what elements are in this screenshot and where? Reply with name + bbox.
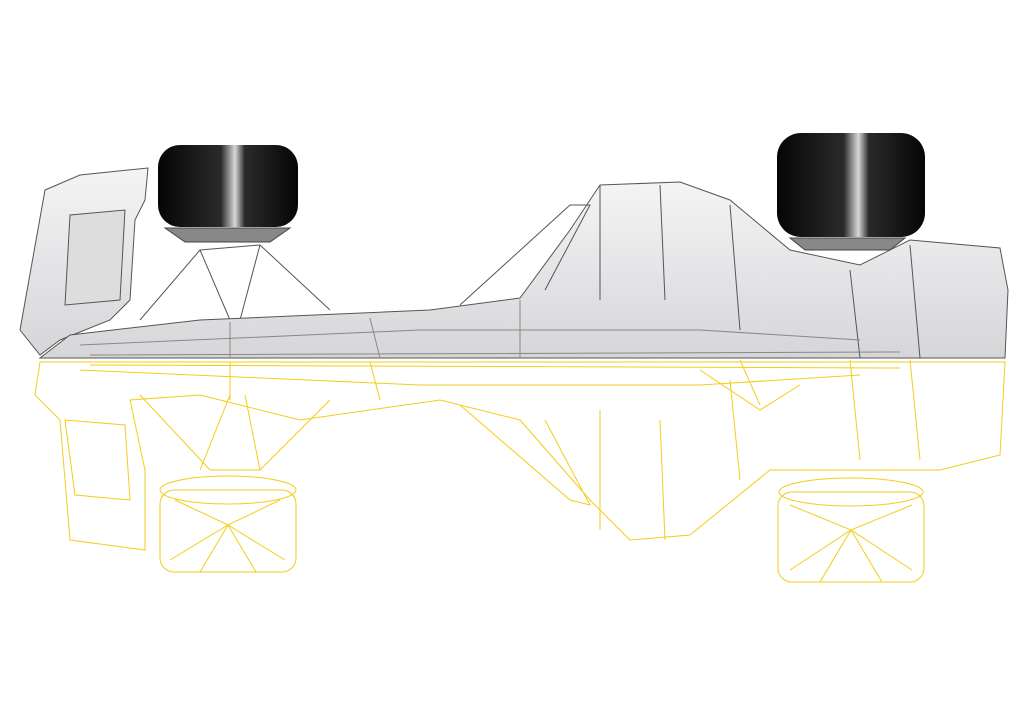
chassis bbox=[38, 181, 1009, 359]
body-panel-lines bbox=[79, 300, 901, 359]
rear-suspension bbox=[139, 244, 331, 321]
side-panel bbox=[64, 209, 126, 306]
wireframe-reflection bbox=[34, 359, 1006, 583]
cockpit bbox=[459, 184, 921, 359]
rear-tyre bbox=[158, 145, 298, 243]
car-body bbox=[19, 167, 1009, 359]
front-tyre bbox=[777, 133, 925, 251]
